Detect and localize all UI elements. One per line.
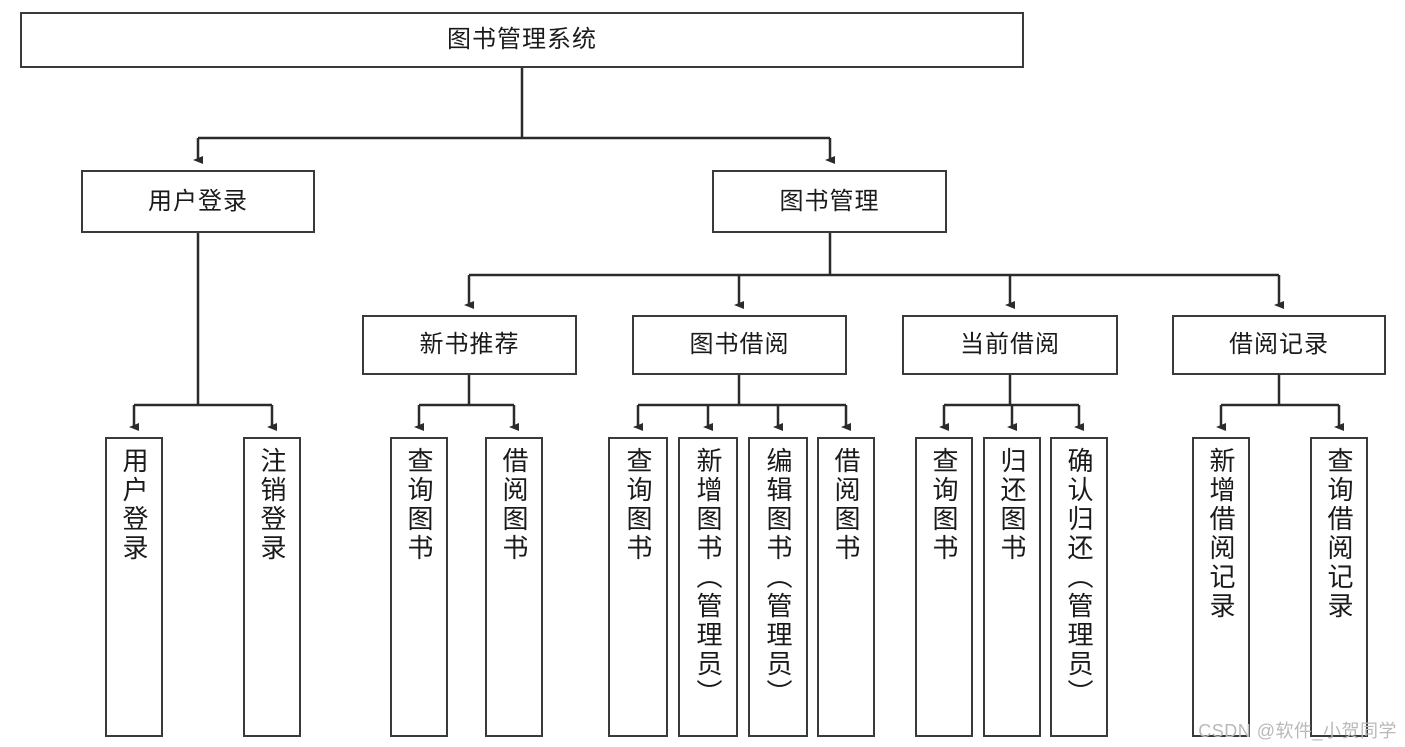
node-level1-0[interactable]: 用户登录: [81, 170, 315, 233]
node-leaf-12-label: 查询借阅记录: [1324, 447, 1354, 621]
node-leaf-12[interactable]: 查询借阅记录: [1310, 437, 1368, 737]
node-level2-1-label: 图书借阅: [689, 331, 790, 359]
node-level1-0-label: 用户登录: [148, 187, 248, 215]
node-level2-0-label: 新书推荐: [419, 331, 520, 359]
node-leaf-6-label: 编辑图书（管理员）: [763, 447, 793, 708]
node-leaf-8[interactable]: 查询图书: [915, 437, 973, 737]
node-level1-1[interactable]: 图书管理: [712, 170, 947, 233]
node-leaf-9[interactable]: 归还图书: [983, 437, 1041, 737]
node-level2-2-label: 当前借阅: [960, 331, 1060, 359]
node-leaf-9-label: 归还图书: [997, 447, 1027, 563]
node-leaf-3-label: 借阅图书: [499, 447, 529, 563]
node-root-label: 图书管理系统: [447, 26, 597, 54]
node-level2-0[interactable]: 新书推荐: [362, 315, 577, 375]
node-leaf-0-label: 用户登录: [119, 447, 149, 563]
node-level2-2[interactable]: 当前借阅: [902, 315, 1118, 375]
node-level2-3-label: 借阅记录: [1229, 331, 1329, 359]
node-leaf-1-label: 注销登录: [257, 447, 287, 563]
node-leaf-5-label: 新增图书（管理员）: [693, 447, 723, 708]
node-leaf-1[interactable]: 注销登录: [243, 437, 301, 737]
node-level2-1[interactable]: 图书借阅: [632, 315, 847, 375]
node-leaf-2-label: 查询图书: [404, 447, 434, 563]
node-leaf-4[interactable]: 查询图书: [608, 437, 668, 737]
node-leaf-2[interactable]: 查询图书: [390, 437, 448, 737]
node-leaf-0[interactable]: 用户登录: [105, 437, 163, 737]
node-level1-1-label: 图书管理: [779, 187, 880, 215]
node-leaf-10-label: 确认归还（管理员）: [1064, 447, 1094, 708]
node-leaf-7-label: 借阅图书: [831, 447, 861, 563]
node-leaf-3[interactable]: 借阅图书: [485, 437, 543, 737]
node-leaf-11-label: 新增借阅记录: [1206, 447, 1236, 621]
node-leaf-10[interactable]: 确认归还（管理员）: [1050, 437, 1108, 737]
node-leaf-8-label: 查询图书: [929, 447, 959, 563]
node-leaf-4-label: 查询图书: [623, 447, 653, 563]
node-leaf-5[interactable]: 新增图书（管理员）: [678, 437, 738, 737]
node-root[interactable]: 图书管理系统: [20, 12, 1024, 68]
node-leaf-6[interactable]: 编辑图书（管理员）: [748, 437, 808, 737]
node-level2-3[interactable]: 借阅记录: [1172, 315, 1386, 375]
node-leaf-11[interactable]: 新增借阅记录: [1192, 437, 1250, 737]
node-leaf-7[interactable]: 借阅图书: [817, 437, 875, 737]
